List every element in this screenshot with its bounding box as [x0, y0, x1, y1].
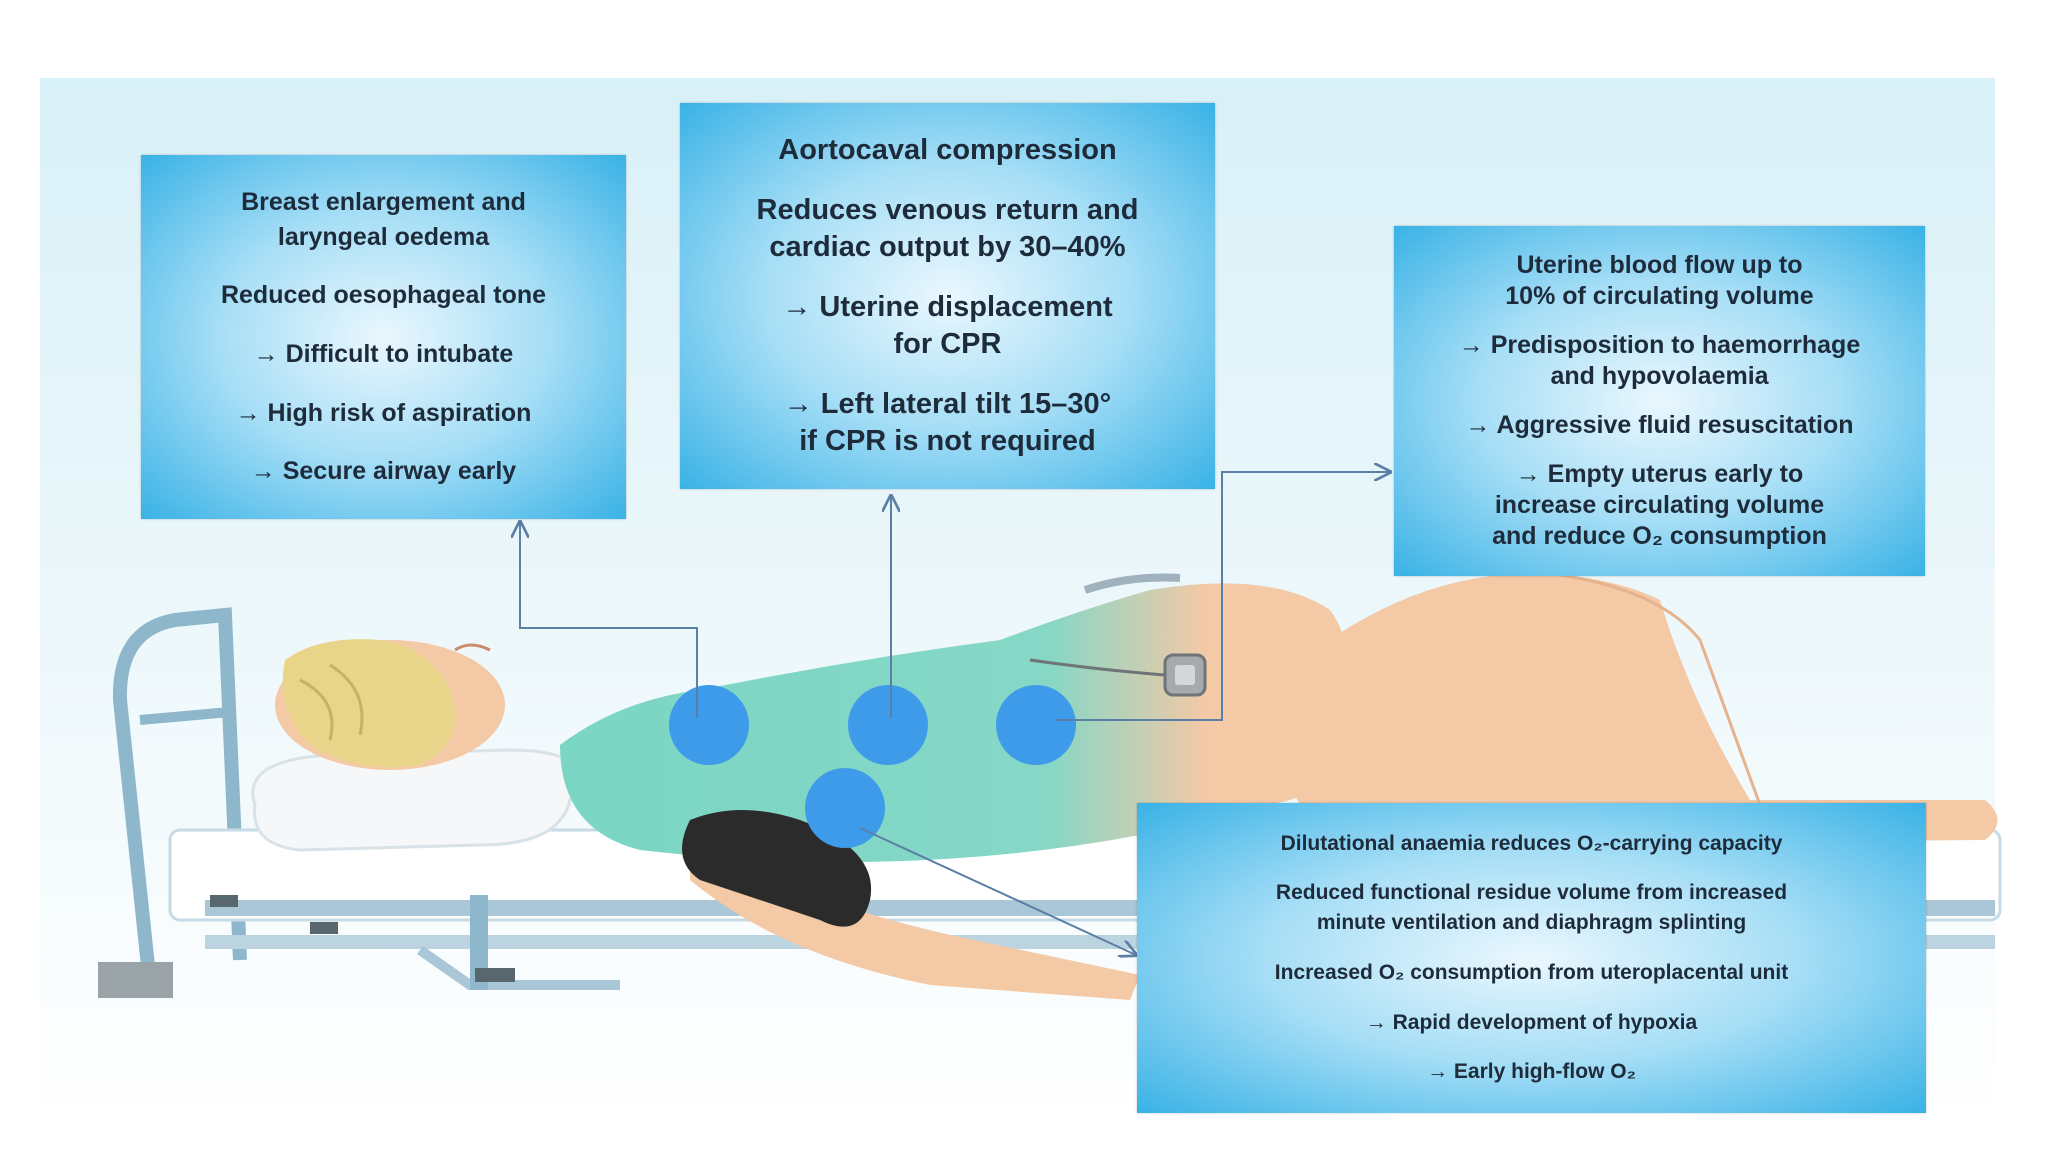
marker-dot-aortocaval — [848, 685, 928, 765]
uterine-line: → Predisposition to haemorrhage and hypo… — [1458, 331, 1861, 390]
marker-dot-airway — [669, 685, 749, 765]
airway-line: → Difficult to intubate — [253, 339, 514, 368]
respiratory-line: Reduced functional residue volume from i… — [1275, 881, 1788, 935]
respiratory-line: Increased O₂ consumption from uteroplace… — [1274, 960, 1789, 984]
aortocaval-info-box: Aortocaval compression Reduces venous re… — [680, 103, 1215, 489]
patient-figure — [275, 573, 1998, 1000]
connector-respiratory — [859, 827, 1136, 955]
aortocaval-line: → Uterine displacement for CPR — [782, 291, 1113, 360]
aortocaval-title: Aortocaval compression — [778, 134, 1117, 166]
connector-uterine — [1055, 472, 1390, 721]
airway-info-box: Breast enlargement and laryngeal oedema … — [141, 155, 626, 519]
respiratory-line: Dilutational anaemia reduces O₂-carrying… — [1280, 831, 1783, 855]
marker-dot-uterine — [996, 685, 1076, 765]
uterine-line: → Empty uterus early to increase circula… — [1492, 460, 1827, 550]
airway-line: → Secure airway early — [250, 457, 517, 486]
respiratory-line: → Rapid development of hypoxia — [1365, 1010, 1698, 1034]
respiratory-line: → Early high-flow O₂ — [1427, 1060, 1636, 1084]
uterine-line: → Aggressive fluid resuscitation — [1465, 411, 1854, 439]
aortocaval-line: → Left lateral tilt 15–30° if CPR is not… — [783, 388, 1112, 457]
uterine-info-box: Uterine blood flow up to 10% of circulat… — [1394, 226, 1925, 576]
connector-airway — [520, 522, 698, 718]
respiratory-info-box: Dilutational anaemia reduces O₂-carrying… — [1137, 803, 1926, 1113]
uterine-line: Uterine blood flow up to 10% of circulat… — [1505, 251, 1814, 310]
aortocaval-line: Reduces venous return and cardiac output… — [756, 194, 1139, 263]
airway-line: Breast enlargement and laryngeal oedema — [241, 187, 526, 251]
marker-dot-respiratory — [805, 768, 885, 848]
airway-line: Reduced oesophageal tone — [220, 281, 547, 310]
airway-line: → High risk of aspiration — [235, 398, 532, 427]
